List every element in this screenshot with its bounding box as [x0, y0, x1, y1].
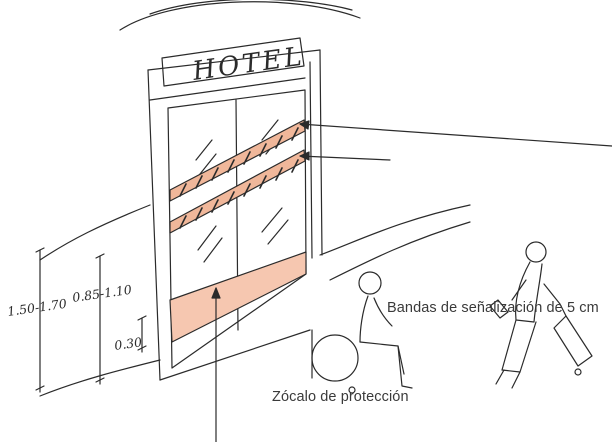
leader-lines: [211, 120, 612, 442]
signage-band-upper: [169, 119, 306, 202]
signage-bands: [169, 119, 306, 234]
protection-plinth-callout: Zócalo de protección: [272, 389, 409, 405]
dimension-label-bands: 0.85-1.10: [71, 282, 132, 305]
dimension-label-plinth: 0.30: [113, 334, 143, 353]
dimension-label-overall: 1.50-1.70: [6, 296, 67, 319]
hotel-sign: [161, 37, 305, 87]
signage-band-lower: [169, 149, 306, 234]
dimension-lines: [35, 247, 147, 393]
building-facade: [147, 49, 323, 381]
ground-lines: [39, 204, 471, 397]
protection-plinth: [169, 251, 307, 343]
canopy: [119, 0, 361, 31]
pedestrian-with-suitcase-figure: [489, 241, 593, 389]
wheelchair-user-figure: [311, 271, 413, 394]
signage-bands-callout: Bandas de señalización de 5 cm: [387, 300, 599, 316]
